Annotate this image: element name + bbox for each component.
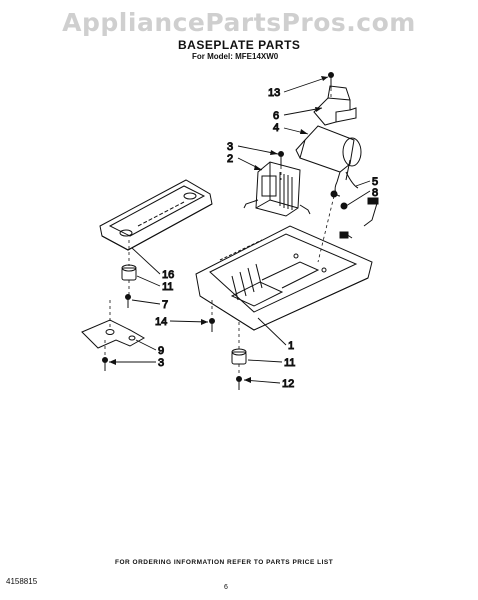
callout-9: 9 xyxy=(158,345,164,357)
callout-13: 13 xyxy=(268,87,280,99)
callout-6: 6 xyxy=(273,110,279,122)
callout-3: 3 xyxy=(227,141,233,153)
model-subtitle: For Model: MFE14XW0 xyxy=(192,52,279,61)
callout-4: 4 xyxy=(273,122,279,134)
leader-arrowheads xyxy=(109,76,328,383)
part-14-screw xyxy=(209,318,215,332)
callout-3b: 3 xyxy=(158,357,164,369)
part-11-foot-left xyxy=(121,264,137,281)
page-title: BASEPLATE PARTS xyxy=(178,38,301,52)
part-16-plate xyxy=(99,179,213,251)
callout-8: 8 xyxy=(372,187,378,199)
page-number: 6 xyxy=(224,584,228,591)
part-9-bracket xyxy=(81,319,146,349)
part-1-baseplate xyxy=(195,225,373,331)
part-5-8-wires xyxy=(330,171,379,239)
leader-lines xyxy=(109,76,371,384)
callout-5: 5 xyxy=(372,176,378,188)
callout-7: 7 xyxy=(162,299,168,311)
callout-12: 12 xyxy=(282,378,294,390)
part-7-screw xyxy=(125,294,131,308)
part-11-foot-right xyxy=(231,348,247,365)
part-4-capacitor xyxy=(295,125,362,183)
ordering-note: FOR ORDERING INFORMATION REFER TO PARTS … xyxy=(115,559,334,566)
part-12-screw xyxy=(236,376,242,390)
part-2-transformer xyxy=(243,161,311,217)
watermark-text: AppliancePartsPros.com xyxy=(62,8,416,37)
callout-16: 16 xyxy=(162,269,174,281)
callout-11b: 11 xyxy=(284,357,295,369)
document-number: 4158815 xyxy=(6,577,38,586)
callout-2: 2 xyxy=(227,153,233,165)
part-3-screw-lower xyxy=(102,357,108,371)
part-3-screw-upper xyxy=(278,151,284,166)
callout-11: 11 xyxy=(162,281,173,293)
alignment-lines xyxy=(104,88,335,378)
callout-14: 14 xyxy=(155,316,167,328)
callout-1: 1 xyxy=(288,340,294,352)
part-6-bracket xyxy=(313,85,357,126)
